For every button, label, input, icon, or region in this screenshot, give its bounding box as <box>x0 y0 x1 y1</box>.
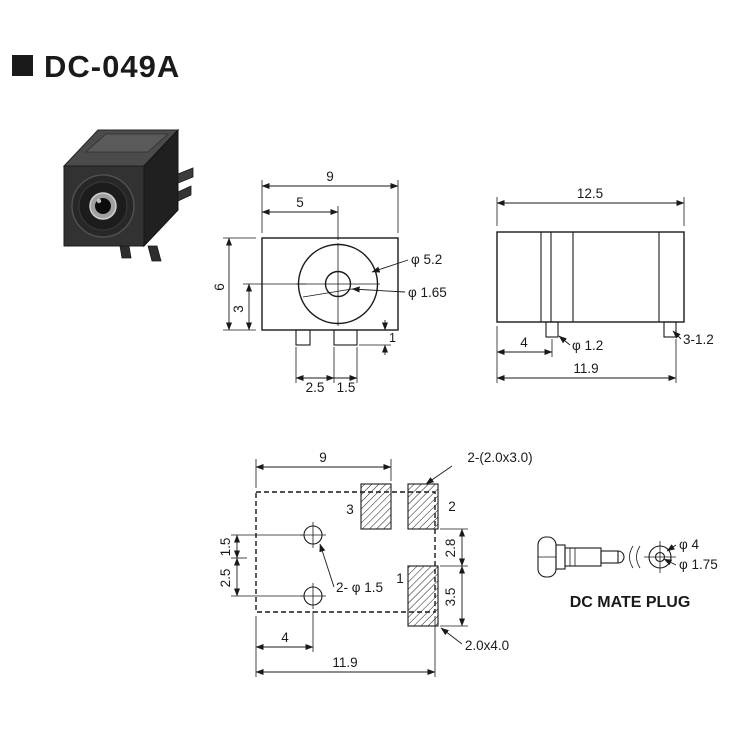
plug-break-mark-2 <box>636 545 641 569</box>
dim-layout-pad-span: 9 <box>255 450 392 488</box>
layout-pad3-number: 3 <box>346 502 354 517</box>
plug-body <box>564 547 602 567</box>
dim-front-pin-spacing-label: 2.5 <box>306 380 325 395</box>
photo-pin-3 <box>147 245 162 262</box>
title-block: DC-049A <box>12 49 180 84</box>
side-pin-right <box>663 321 677 338</box>
dim-side-body-width-label: 11.9 <box>573 361 598 376</box>
dim-side-overall-width: 12.5 <box>496 186 685 226</box>
dim-front-center-x: 5 <box>261 195 339 240</box>
side-view-body <box>496 231 685 338</box>
dim-layout-pad-span-label: 9 <box>319 450 327 465</box>
label-layout-pad1-size: 2.0x4.0 <box>465 638 509 653</box>
layout-pad-2 <box>407 483 439 530</box>
product-photo <box>62 128 194 262</box>
label-side-pin-dia: φ 1.2 <box>572 338 603 353</box>
photo-top-ridge <box>84 133 170 153</box>
dim-side-pin-position: 4 <box>496 326 553 383</box>
photo-pin-2 <box>177 185 192 202</box>
dim-side-body-width: 11.9 <box>496 339 677 383</box>
leader-front-barrel-dia: φ 5.2 <box>371 252 442 273</box>
leader-side-shield-pins: 3-1.2 <box>672 330 714 347</box>
photo-side-face <box>143 128 179 248</box>
label-layout-pads: 2-(2.0x3.0) <box>467 450 532 465</box>
page-title: DC-049A <box>44 49 180 84</box>
mate-plug-view: φ 4 φ 1.75 DC MATE PLUG <box>537 536 718 611</box>
dim-layout-right: 2.8 3.5 <box>440 528 468 627</box>
label-side-shield-pins: 3-1.2 <box>683 332 714 347</box>
label-front-barrel-dia: φ 5.2 <box>411 252 442 267</box>
leader-front-pin-dia: φ 1.65 <box>302 285 447 300</box>
photo-pin-4 <box>119 245 132 259</box>
dim-front-pin-protrusion-label: 1 <box>389 331 396 345</box>
label-plug-pin-dia: φ 1.75 <box>679 557 718 572</box>
dim-layout-right-lower-label: 3.5 <box>443 588 458 607</box>
plug-tip <box>617 550 625 564</box>
front-pin-left <box>295 329 311 346</box>
plug-front-view <box>644 541 676 573</box>
photo-pin-1 <box>177 167 194 184</box>
dim-layout-left-lower-label: 2.5 <box>218 569 233 588</box>
front-view: 9 5 6 3 1 <box>212 169 447 395</box>
layout-pad2-number: 2 <box>448 499 456 514</box>
front-view-body <box>261 237 399 346</box>
dim-side-width-label: 12.5 <box>577 186 603 201</box>
layout-pad-3 <box>360 483 392 530</box>
dim-front-center-x-label: 5 <box>296 195 304 210</box>
dim-layout-right-upper-label: 2.8 <box>443 539 458 558</box>
dim-layout-hole-x-label: 4 <box>281 630 289 645</box>
leader-side-pin-dia: φ 1.2 <box>558 335 603 353</box>
dim-front-pin-protrusion: 1 <box>359 320 396 355</box>
label-plug-outer-dia: φ 4 <box>679 537 700 552</box>
leader-plug-pin-dia: φ 1.75 <box>663 557 718 572</box>
side-view: 12.5 4 φ 1.2 3-1.2 11.9 <box>496 186 714 383</box>
layout-pad1-number: 1 <box>396 571 404 586</box>
label-front-pin-dia: φ 1.65 <box>408 285 447 300</box>
dim-side-pin-x-label: 4 <box>520 335 528 350</box>
dim-front-center-y-label: 3 <box>231 305 246 313</box>
layout-pad-1 <box>407 565 439 627</box>
dim-layout-left: 1.5 2.5 <box>218 534 303 597</box>
layout-hole-bottom <box>300 583 326 609</box>
dim-layout-left-upper-label: 1.5 <box>218 538 233 557</box>
leader-layout-pad1-size: 2.0x4.0 <box>440 627 509 653</box>
dim-layout-width-label: 11.9 <box>332 655 357 670</box>
leader-layout-pads: 2-(2.0x3.0) <box>425 450 533 485</box>
layout-hole-top <box>300 522 326 548</box>
layout-outline <box>255 491 436 613</box>
plug-break-mark-1 <box>629 545 634 569</box>
label-layout-holes: 2- φ 1.5 <box>336 580 383 595</box>
plug-caption: DC MATE PLUG <box>570 594 691 611</box>
dim-front-center-y: 3 <box>231 283 306 331</box>
dim-layout-overall-width: 11.9 <box>255 616 436 677</box>
dim-front-height-label: 6 <box>212 283 227 291</box>
dim-layout-hole-x: 4 <box>255 611 314 677</box>
dim-front-overall-width: 9 <box>261 169 399 233</box>
leader-plug-outer-dia: φ 4 <box>666 537 700 552</box>
front-pin-right <box>333 329 358 346</box>
plug-side-view <box>537 536 641 578</box>
plug-shaft <box>600 550 619 564</box>
plug-collar <box>555 544 566 570</box>
dim-front-pin-width-label: 1.5 <box>337 380 356 395</box>
side-pin-left <box>545 321 559 338</box>
dim-front-pin-pitch: 2.5 1.5 <box>295 347 358 395</box>
dim-front-width-label: 9 <box>326 169 334 184</box>
pcb-layout-view: 3 2 1 9 2-(2.0x3.0) 2.8 3.5 1 <box>218 450 533 677</box>
photo-highlight <box>96 198 102 204</box>
leader-layout-holes: 2- φ 1.5 <box>319 543 383 595</box>
title-bullet-icon <box>12 55 33 76</box>
